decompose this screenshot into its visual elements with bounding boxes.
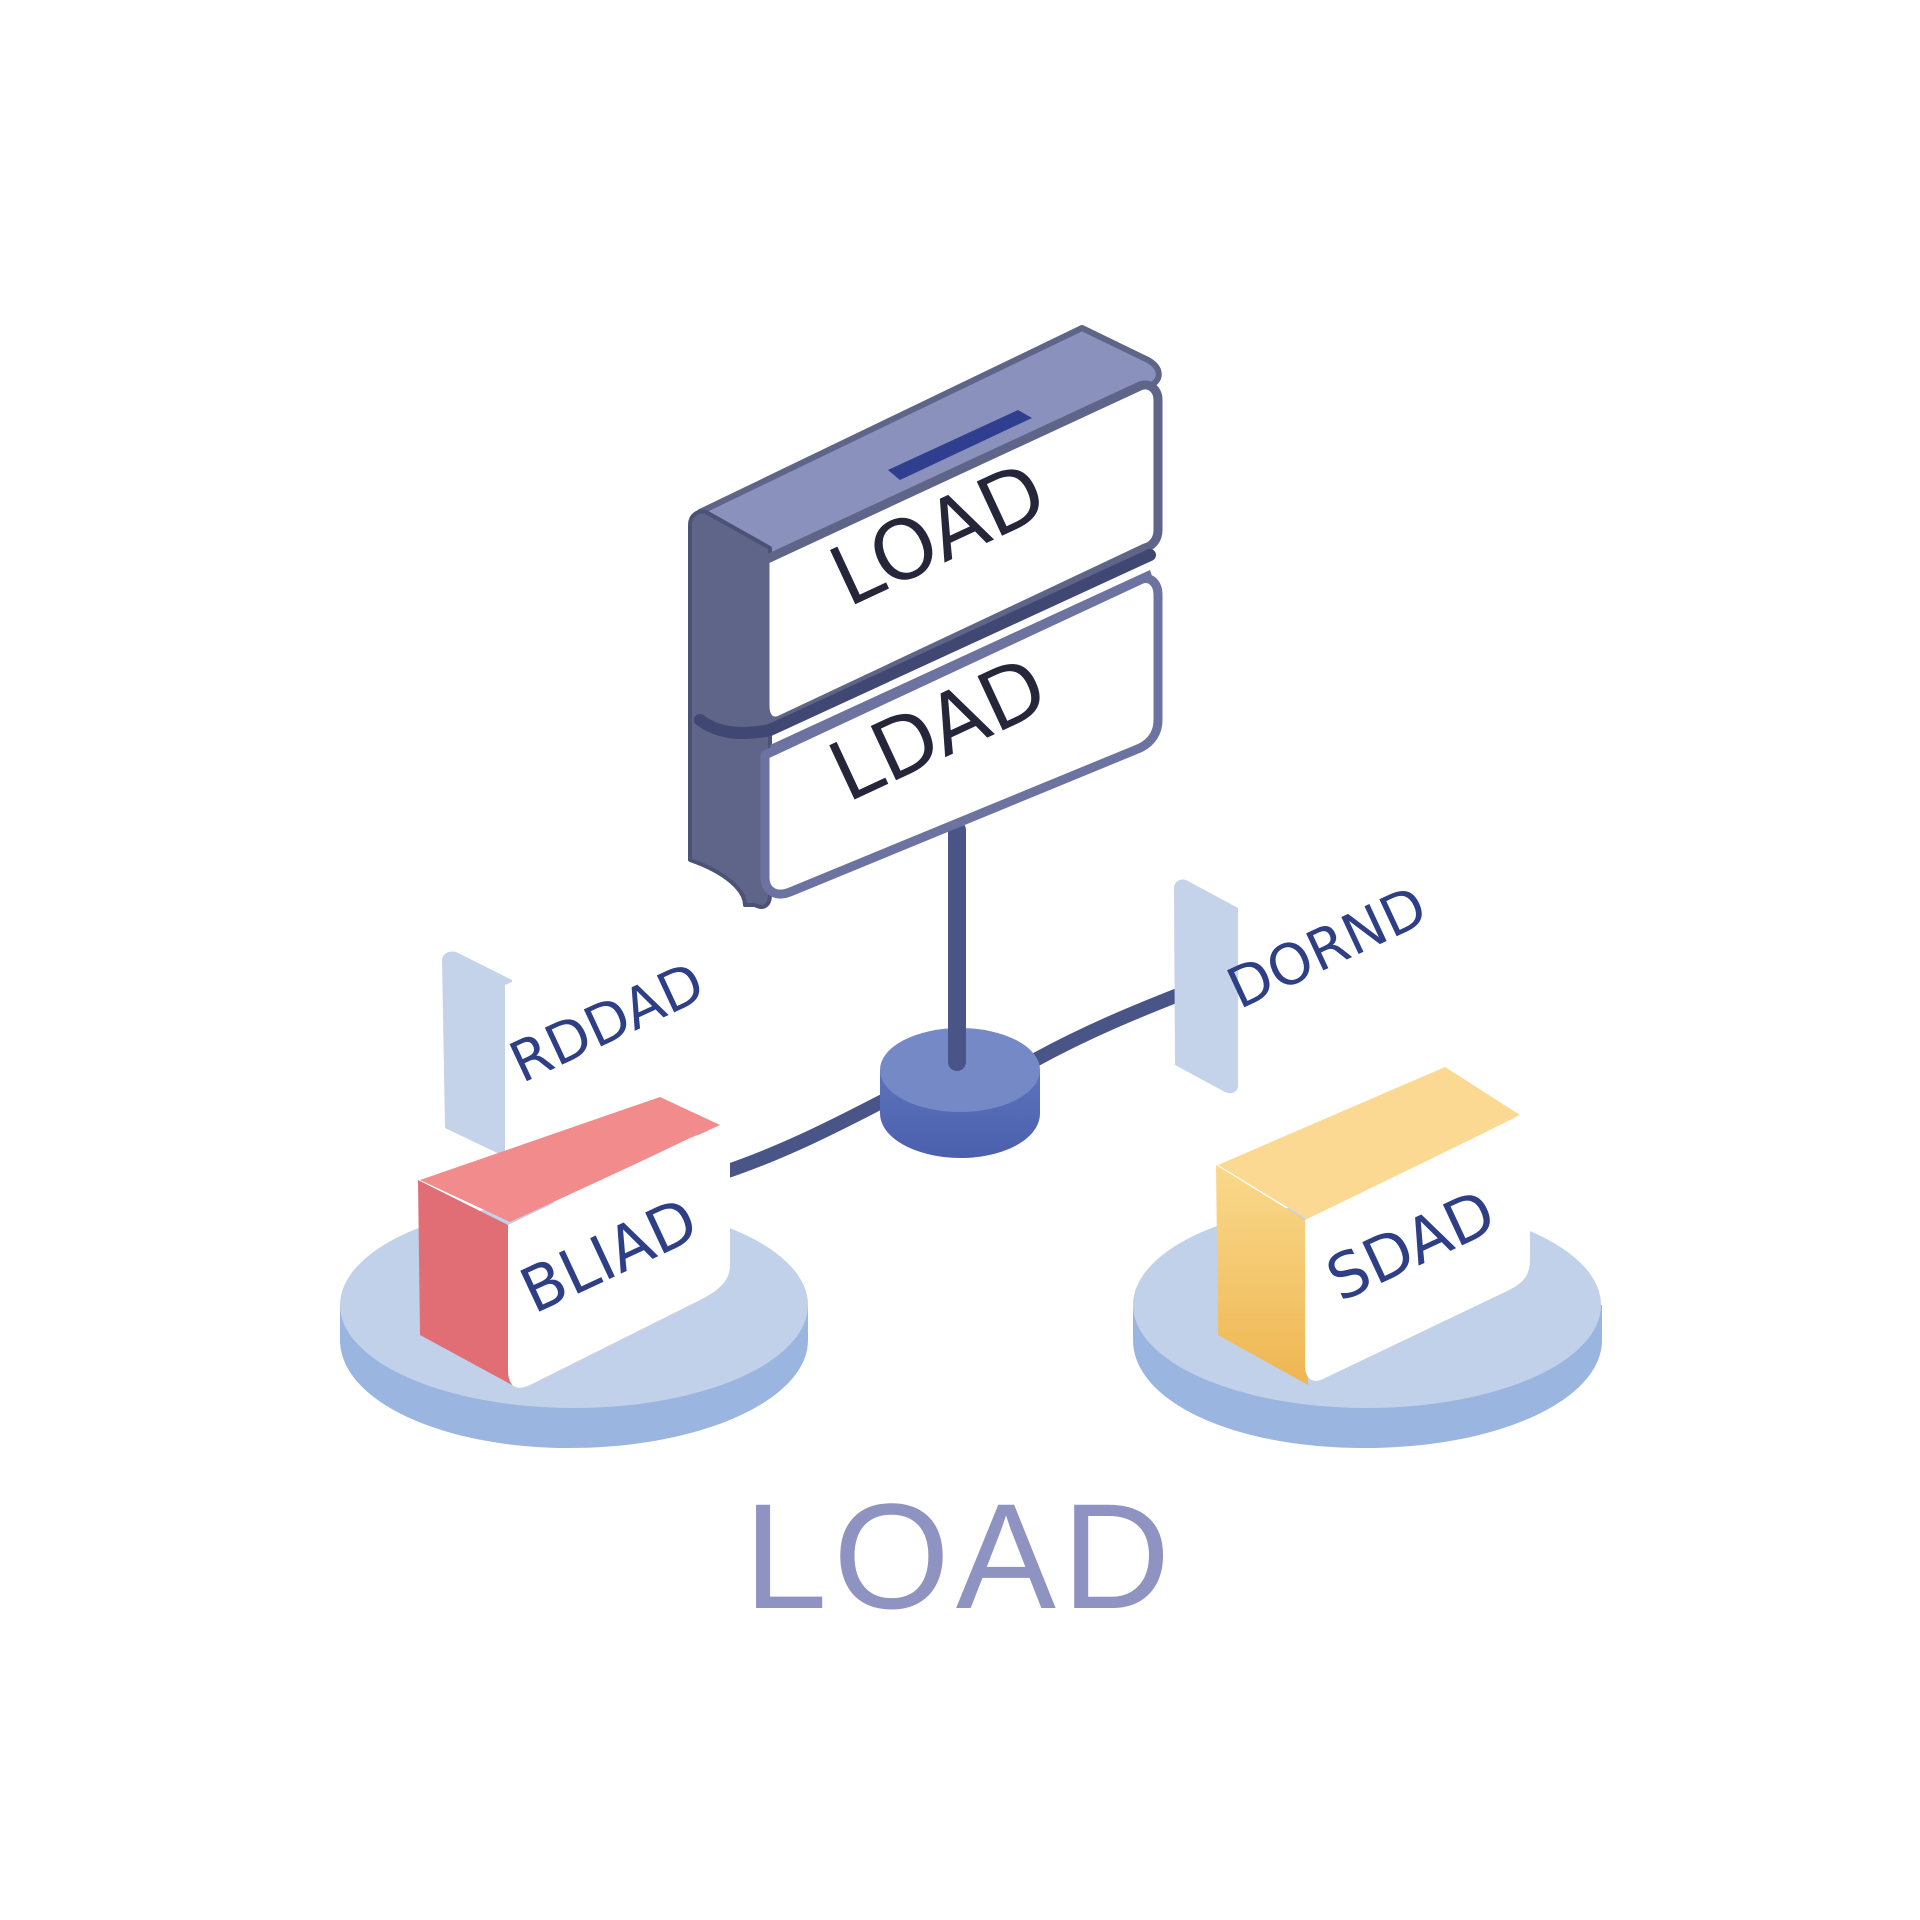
left-block [418,1097,730,1388]
server-stack [688,325,1163,909]
diagram-caption: LOAD [744,1472,1176,1640]
right-flag [1174,820,1450,1094]
left-flag [442,890,720,1160]
network-hub [880,1021,1040,1158]
right-block [1216,1067,1530,1385]
